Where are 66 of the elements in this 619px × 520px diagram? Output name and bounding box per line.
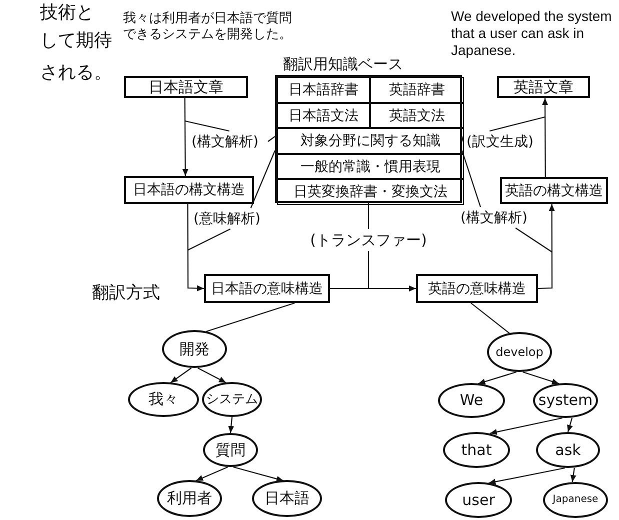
- arrow: [570, 468, 576, 482]
- arrow: [542, 98, 548, 177]
- process-box: 英語の構文構造: [500, 177, 608, 204]
- process-label: (構文解析): [449, 207, 539, 228]
- arrow: [330, 286, 416, 292]
- knowledge-entry: 対象分野に関する知識: [277, 128, 464, 154]
- process-box: 英語の意味構造: [416, 274, 538, 303]
- leader-line: [268, 136, 276, 142]
- arrow: [538, 204, 555, 290]
- leader-line: [250, 150, 276, 208]
- body-text: 技術と: [40, 2, 95, 24]
- leader-line: [188, 228, 231, 250]
- knowledge-entry: 英語文法: [370, 103, 464, 128]
- leader-line: [489, 116, 546, 132]
- leader-line: [368, 251, 370, 288]
- arrow: [182, 98, 188, 176]
- body-text: して期待: [40, 30, 113, 52]
- process-label: (構文解析): [182, 131, 268, 152]
- connector-line: [470, 302, 510, 334]
- leader-line: [368, 203, 370, 229]
- concept-ellipse: Japanese: [543, 482, 608, 518]
- process-label: (訳文生成): [463, 131, 537, 152]
- arrow: [187, 204, 204, 292]
- arrow: [196, 466, 228, 482]
- arrow: [170, 368, 192, 384]
- arrow: [490, 417, 562, 435]
- process-box: 日本語の構文構造: [124, 176, 254, 204]
- concept-ellipse: 利用者: [157, 480, 222, 517]
- arrow: [228, 416, 234, 434]
- knowledge-entry: 一般的常識・慣用表現: [277, 154, 464, 179]
- concept-ellipse: system: [533, 383, 598, 418]
- process-box: 日本語の意味構造: [204, 274, 330, 303]
- process-box: 英語文章: [497, 76, 590, 98]
- concept-ellipse: develop: [487, 332, 552, 372]
- concept-ellipse: 我々: [128, 382, 199, 417]
- concept-ellipse: ask: [536, 432, 600, 468]
- concept-ellipse: that: [443, 432, 510, 468]
- concept-ellipse: 質問: [203, 433, 258, 467]
- leader-line: [461, 150, 482, 208]
- process-label: (トランスファー): [296, 229, 441, 251]
- knowledge-entry: 日本語辞書: [277, 77, 370, 103]
- arrow: [198, 368, 226, 384]
- connector-line: [206, 302, 295, 332]
- leader-line: [461, 136, 464, 142]
- arrow: [478, 371, 516, 385]
- process-box: 日本語文章: [124, 76, 248, 98]
- side-caption: 翻訳方式: [92, 283, 161, 304]
- arrow: [233, 466, 284, 482]
- arrow: [522, 371, 560, 384]
- knowledge-entry: 日英変換辞書・変換文法: [277, 179, 464, 205]
- concept-ellipse: user: [445, 482, 512, 518]
- arrow: [567, 418, 573, 432]
- arrow: [488, 467, 565, 485]
- knowledge-entry: 日本語文法: [277, 103, 370, 128]
- concept-ellipse: 日本語: [252, 480, 322, 517]
- leader-line: [184, 120, 230, 132]
- body-text: される。: [40, 62, 113, 84]
- concept-ellipse: We: [438, 383, 505, 418]
- table-heading: 翻訳用知識ベース: [283, 57, 403, 72]
- concept-ellipse: 開発: [162, 330, 227, 368]
- leader-line: [515, 228, 552, 252]
- example-sentence: 我々は利用者が日本語で質問できるシステムを開発した。: [123, 10, 293, 42]
- concept-ellipse: システム: [202, 382, 262, 417]
- example-sentence: We developed the system that a user can ask in Japanese.: [451, 8, 613, 58]
- process-label: (意味解析): [186, 208, 268, 229]
- knowledge-entry: 英語辞書: [370, 77, 464, 103]
